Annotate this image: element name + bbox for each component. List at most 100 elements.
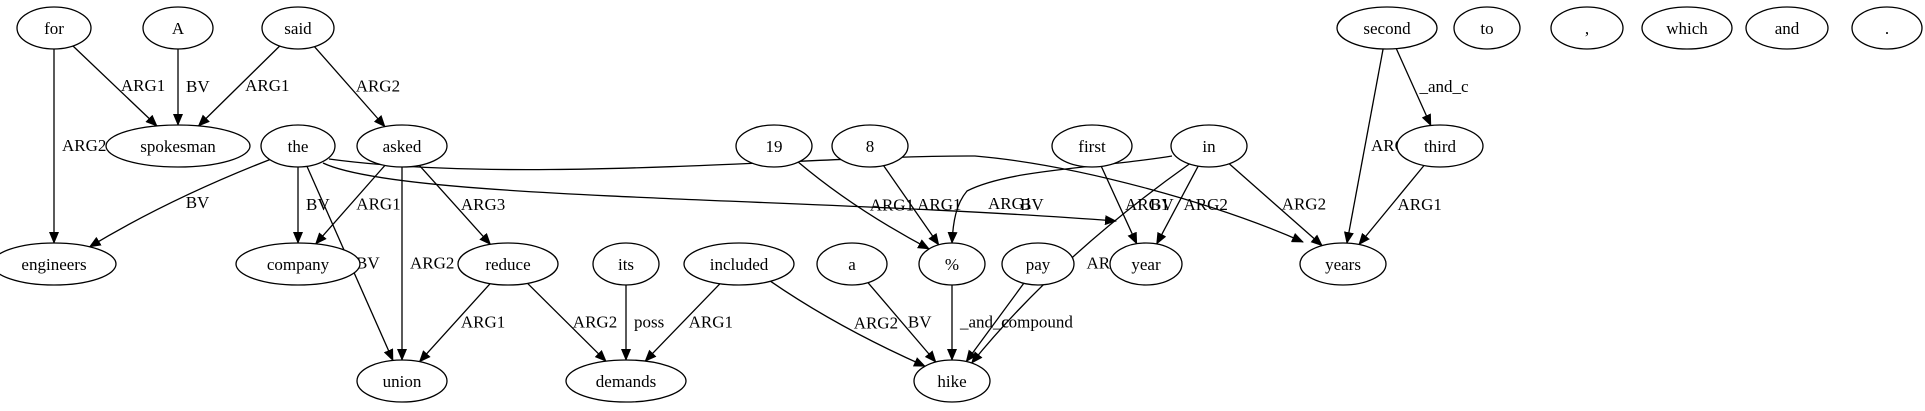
node-ellipse [831,124,909,168]
node-A: A [142,6,214,50]
node-ellipse [918,242,986,286]
node-label: A [172,19,185,38]
node-label: years [1325,255,1361,274]
edge-label: ARG1 [870,196,914,215]
edge-label: ARG2 [854,314,898,333]
node-label: for [44,19,64,38]
node-ellipse [1453,6,1521,50]
edge-label: ARG2 [62,136,106,155]
node-asked: asked [356,124,448,168]
node-label: included [710,255,769,274]
node-label: second [1363,19,1411,38]
node-for: for [16,6,92,50]
edge-label: BV [186,77,210,96]
edge-line [315,164,386,245]
node-n8: 8 [831,124,909,168]
edge-asked-to-company: ARG1 [315,164,401,245]
node-label: and [1775,19,1800,38]
node-the: the [260,124,336,168]
node-ellipse [592,242,660,286]
node-year: year [1109,242,1183,286]
node-label: third [1424,137,1457,156]
edge-line [197,45,281,127]
edge-label: BV [356,253,380,272]
node-label: , [1585,19,1589,38]
node-union: union [356,359,448,403]
node-ellipse [356,124,448,168]
edge-label: poss [634,313,664,332]
edge-reduce-to-demands: ARG2 [527,282,617,362]
edge-label: BV [1150,195,1174,214]
edge-said-to-asked: ARG2 [314,46,400,128]
node-reduce: reduce [457,242,559,286]
edge-label: BV [306,195,330,214]
node-ellipse [105,124,251,168]
node-spokesman: spokesman [105,124,251,168]
node-label: union [383,372,422,391]
edge-line [527,282,607,362]
node-company: company [235,242,361,286]
edge-included-to-demands: ARG1 [644,283,733,362]
edge-n8-to-percent: ARG1 [883,165,962,246]
edge-label: ARG2 [573,312,617,331]
edge-its-to-demands: poss [621,285,664,361]
node-ellipse [356,359,448,403]
edge-label: ARG1 [356,195,400,214]
node-period: . [1851,6,1923,50]
edge-line [1228,163,1323,247]
node-label: asked [383,137,422,156]
node-ellipse [735,124,813,168]
edge-line [1395,48,1432,127]
node-percent: % [918,242,986,286]
edge-for-to-spokesman: ARG1 [72,45,165,127]
node-in: in [1170,124,1248,168]
node-which: which [1641,6,1733,50]
node-ellipse [261,6,335,50]
edge-said-to-spokesman: ARG1 [197,45,290,127]
node-label: to [1480,19,1493,38]
node-demands: demands [565,359,687,403]
node-ellipse [1299,242,1387,286]
node-ellipse [1851,6,1923,50]
node-ellipse [0,242,117,286]
node-ellipse [142,6,214,50]
node-ellipse [1109,242,1183,286]
edge-line [1156,165,1199,245]
node-ellipse [1641,6,1733,50]
edge-line [72,45,158,127]
edge-the-to-years: BV [328,155,1304,243]
node-ellipse [16,6,92,50]
node-third: third [1396,124,1484,168]
node-ellipse [816,242,888,286]
node-to: to [1453,6,1521,50]
edge-label: ARG2 [356,77,400,96]
node-label: in [1202,137,1216,156]
edge-label: BV [908,312,932,331]
node-first: first [1051,124,1133,168]
edge-the-to-company: BV [293,166,330,244]
node-label: first [1078,137,1106,156]
node-label: engineers [21,255,86,274]
node-label: which [1666,19,1708,38]
node-label: a [848,255,856,274]
node-label: . [1885,19,1889,38]
edge-label: ARG2 [1282,195,1326,214]
edge-label: ARG1 [988,194,1032,213]
node-ellipse [235,242,361,286]
edge-in-to-percent: ARG1 [947,155,1173,244]
edge-label: ARG2 [410,254,454,273]
node-ellipse [1170,124,1248,168]
edge-n19-to-percent: ARG1 [797,161,930,250]
edge-label: ARG1 [917,195,961,214]
node-years: years [1299,242,1387,286]
edge-line [965,282,1025,363]
edge-third-to-years: ARG1 [1358,165,1442,246]
node-ellipse [1051,124,1133,168]
node-ellipse [1550,6,1624,50]
node-its: its [592,242,660,286]
edge-reduce-to-union: ARG1 [418,283,505,363]
node-label: its [618,255,634,274]
edge-label: ARG1 [689,312,733,331]
